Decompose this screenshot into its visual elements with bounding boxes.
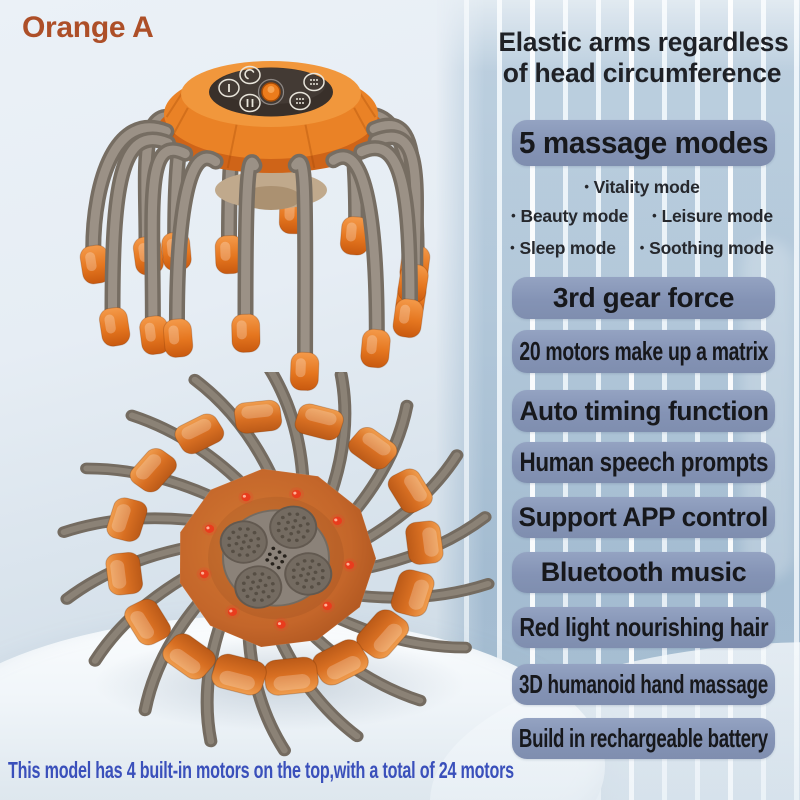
pill-bluetooth-music: Bluetooth music <box>512 552 775 593</box>
headline-line1: Elastic arms regardless <box>498 27 789 57</box>
grid-massage-icon <box>289 91 311 111</box>
massage-tip <box>263 656 319 696</box>
massage-tip <box>98 306 131 347</box>
red-led-light <box>224 605 240 619</box>
bullet-icon: • <box>652 208 657 223</box>
red-led-light <box>273 617 289 632</box>
massager-bottom-view-image <box>57 372 495 757</box>
bullet-icon: • <box>511 208 516 223</box>
pill-auto-timing: Auto timing function <box>512 390 775 432</box>
mode-row-1: • Vitality mode <box>497 177 787 198</box>
red-led-light <box>288 487 304 501</box>
red-led-light <box>342 558 358 572</box>
massage-tip <box>348 426 398 470</box>
mode-label: Sleep mode <box>519 238 616 258</box>
massage-tip <box>105 551 144 596</box>
massage-tip <box>390 569 435 617</box>
mode-label: Beauty mode <box>520 206 629 226</box>
red-led-light <box>202 521 218 536</box>
massage-tip <box>233 399 283 434</box>
footnote: This model has 4 built-in motors on the … <box>8 757 514 783</box>
massager-top-view-image <box>79 61 431 391</box>
pill-app-control: Support APP control <box>512 497 775 538</box>
pill-massage-modes-label: 5 massage modes <box>518 125 769 160</box>
red-led-light <box>238 490 254 504</box>
massage-tip <box>339 216 371 256</box>
massage-tip <box>211 653 267 696</box>
speaker-grille <box>265 546 287 570</box>
massage-tip <box>360 328 391 369</box>
massage-tip <box>392 298 424 339</box>
pill-red-light: Red light nourishing hair <box>512 607 775 648</box>
pill-motor-matrix: 20 motors make up a matrix <box>512 330 775 373</box>
massage-tip <box>174 413 225 455</box>
mode-2-icon <box>239 93 261 113</box>
massage-tip <box>405 520 444 565</box>
pill-battery: Build in rechargeable battery <box>512 718 775 759</box>
red-led-light <box>319 599 335 613</box>
mode-item-leisure: • Leisure mode <box>652 206 773 227</box>
massage-tip <box>162 318 194 358</box>
mode-1-icon <box>218 78 240 98</box>
massage-tip <box>294 403 344 441</box>
massage-tip <box>214 235 245 275</box>
massage-tip <box>356 609 410 659</box>
bullet-icon: • <box>584 179 589 194</box>
headline-line2: of head circumference <box>502 58 782 88</box>
mode-item-beauty: • Beauty mode <box>511 206 628 227</box>
red-led-light <box>196 567 212 581</box>
variant-title: Orange A <box>22 11 154 44</box>
motor-head <box>219 520 268 564</box>
motor-head <box>269 505 318 549</box>
mode-label: Leisure mode <box>661 206 774 226</box>
pill-massage-modes: 5 massage modes <box>512 120 775 166</box>
massage-tip <box>231 313 261 353</box>
red-led-light <box>329 514 345 528</box>
headline: Elastic arms regardless of head circumfe… <box>497 27 789 89</box>
motor-head <box>284 552 333 596</box>
mode-label: Vitality mode <box>593 177 700 197</box>
bullet-icon: • <box>510 240 515 255</box>
massage-tip <box>124 598 172 646</box>
power-moon-icon <box>239 65 261 85</box>
massage-tip <box>162 633 216 680</box>
feature-panel: Elastic arms regardless of head circumfe… <box>497 0 789 800</box>
pill-gear-force: 3rd gear force <box>512 277 775 319</box>
massage-tip <box>312 639 369 686</box>
massage-tip <box>79 244 112 285</box>
mode-item-sleep: • Sleep mode <box>510 238 616 259</box>
control-panel <box>209 65 333 117</box>
grid-massage-icon <box>303 72 325 92</box>
bullet-icon: • <box>639 240 645 255</box>
massage-tip <box>129 448 177 493</box>
massage-tip <box>387 468 433 514</box>
mode-row-3: • Sleep mode • Soothing mode <box>497 238 787 259</box>
motor-head <box>234 565 283 609</box>
pill-3d-massage: 3D humanoid hand massage <box>512 664 775 705</box>
mode-row-2: • Beauty mode • Leisure mode <box>497 206 787 227</box>
massage-tip <box>106 497 148 542</box>
mode-label: Soothing mode <box>649 238 774 258</box>
massage-tip <box>289 351 320 391</box>
mode-item-soothing: • Soothing mode <box>640 238 774 259</box>
pill-speech-prompts: Human speech prompts <box>512 442 775 483</box>
motor-hub <box>219 505 333 609</box>
mode-item-vitality: • Vitality mode <box>584 177 700 198</box>
power-button <box>257 78 285 106</box>
